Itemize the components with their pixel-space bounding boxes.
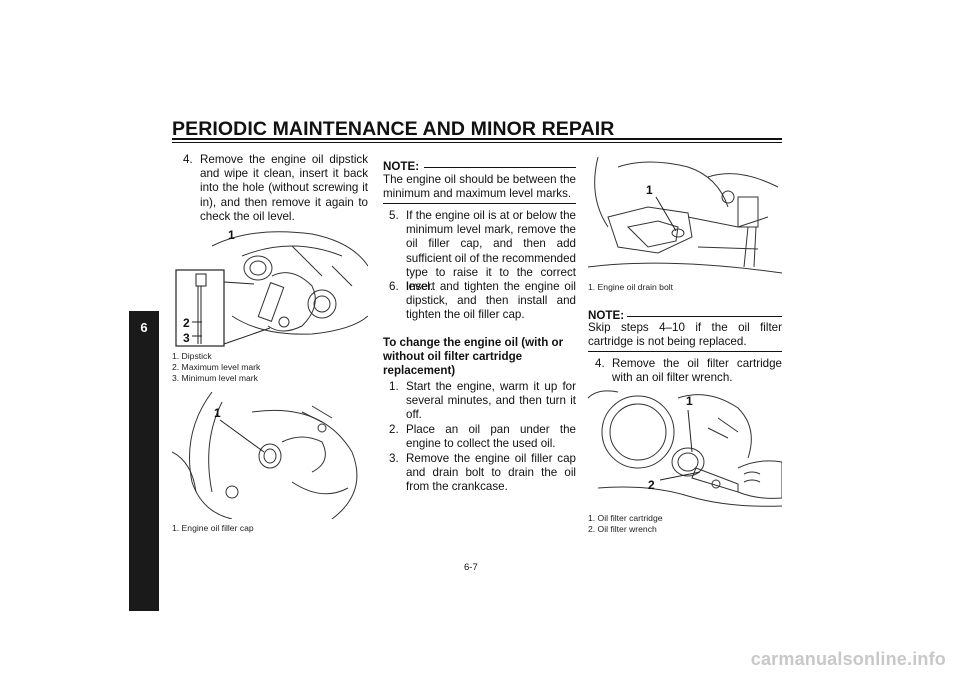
header-rule xyxy=(172,138,782,140)
caption-item: 1. Dipstick xyxy=(172,351,212,361)
section-heading-change-oil: To change the engine oil (with or withou… xyxy=(383,336,564,378)
step-number: 4. xyxy=(595,357,605,370)
step-number: 2. xyxy=(389,423,399,436)
oil-filler-cap-illustration xyxy=(172,392,358,519)
page-number: 6-7 xyxy=(464,562,478,573)
step-number: 5. xyxy=(389,209,399,222)
figure-drain-bolt: 1 xyxy=(588,157,782,277)
step-5-add-oil: 5. If the engine oil is at or below the … xyxy=(389,209,576,293)
watermark: carmanualsonline.info xyxy=(750,649,946,669)
note-bottom-rule xyxy=(588,351,782,352)
step-text: Remove the engine oil filler cap and dra… xyxy=(406,452,576,494)
figure-oil-filler-cap: 1 xyxy=(172,392,368,519)
drain-bolt-illustration xyxy=(588,157,782,274)
chapter-tab[interactable]: 6 xyxy=(129,311,159,611)
note-bottom-rule xyxy=(383,203,576,204)
caption-item: 1. Engine oil filler cap xyxy=(172,523,254,533)
step-number: 3. xyxy=(389,452,399,465)
note-top-rule xyxy=(424,167,576,168)
caption-item: 2. Maximum level mark xyxy=(172,362,261,373)
page-title: PERIODIC MAINTENANCE AND MINOR REPAIR xyxy=(172,118,615,140)
callout-1: 1 xyxy=(228,228,235,242)
step-number: 1. xyxy=(389,380,399,393)
dipstick-illustration xyxy=(175,231,368,347)
figure-oil-filter-captions: 1. Oil filter cartridge 2. Oil filter wr… xyxy=(588,513,663,535)
figure-dipstick-captions: 1. Dipstick 2. Maximum level mark 3. Min… xyxy=(172,351,260,385)
note-top-rule xyxy=(627,316,782,317)
note-text: Skip steps 4–10 if the oil filter cartri… xyxy=(588,321,782,349)
callout-3: 3 xyxy=(183,331,190,345)
note-label: NOTE: xyxy=(383,160,420,173)
step-text: Remove the engine oil dipstick and wipe … xyxy=(200,153,368,223)
step-4-remove-filter: 4. Remove the oil filter cartridge with … xyxy=(595,357,782,387)
caption-item: 1. Oil filter cartridge xyxy=(588,513,663,523)
chapter-tab-number: 6 xyxy=(140,320,148,335)
step-number: 4. xyxy=(183,153,193,166)
figure-drain-bolt-captions: 1. Engine oil drain bolt xyxy=(588,282,673,293)
figure-oil-filler-cap-captions: 1. Engine oil filler cap xyxy=(172,523,254,534)
step-text: Insert and tighten the engine oil dipsti… xyxy=(406,280,576,322)
step-2-oil-pan: 2. Place an oil pan under the engine to … xyxy=(389,423,576,453)
caption-item: 3. Minimum level mark xyxy=(172,373,258,384)
note-label: NOTE: xyxy=(588,309,625,322)
figure-dipstick: 1 2 3 xyxy=(172,226,368,348)
figure-oil-filter: 1 2 xyxy=(588,388,782,510)
caption-item: 2. Oil filter wrench xyxy=(588,524,657,535)
step-1-warm-engine: 1. Start the engine, warm it up for seve… xyxy=(389,380,576,424)
callout-1: 1 xyxy=(214,406,221,420)
oil-filter-illustration xyxy=(588,390,782,507)
caption-item: 1. Engine oil drain bolt xyxy=(588,282,674,292)
callout-2: 2 xyxy=(183,316,190,330)
step-3-drain-oil: 3. Remove the engine oil filler cap and … xyxy=(389,452,576,496)
step-4-dipstick: 4. Remove the engine oil dipstick and wi… xyxy=(183,153,368,225)
step-text: Remove the oil filter cartridge with an … xyxy=(612,357,782,385)
step-text: If the engine oil is at or below the min… xyxy=(406,209,576,294)
step-text: Place an oil pan under the engine to col… xyxy=(406,423,576,451)
callout-1: 1 xyxy=(686,394,693,408)
callout-1: 1 xyxy=(646,183,653,197)
header-rule-thin xyxy=(172,142,782,143)
step-text: Start the engine, warm it up for several… xyxy=(406,380,576,422)
callout-2: 2 xyxy=(648,478,655,492)
note-text: The engine oil should be between the min… xyxy=(383,173,576,201)
step-number: 6. xyxy=(389,280,399,293)
step-6-install-cap: 6. Insert and tighten the engine oil dip… xyxy=(389,280,576,324)
